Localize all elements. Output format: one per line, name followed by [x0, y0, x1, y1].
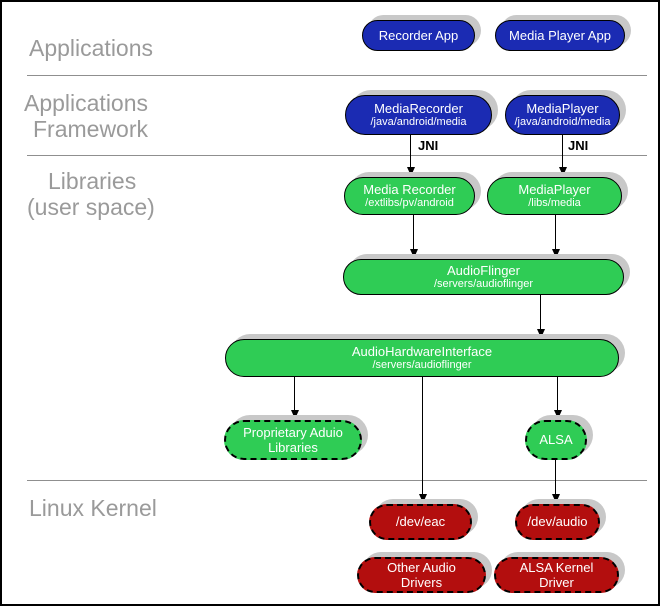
arrow-hwinterface-to-alsa — [553, 377, 562, 419]
node-proprietary-audio-libraries: Proprietary Aduio Libraries — [224, 420, 362, 460]
node-dev-audio: /dev/audio — [515, 504, 600, 540]
layer-label-framework: Applications Framework — [24, 90, 148, 142]
arrow-hwinterface-to-dev-eac — [418, 377, 427, 503]
arrow-audioflinger-to-hwinterface — [536, 295, 545, 338]
node-other-audio-drivers: Other Audio Drivers — [357, 557, 486, 593]
node-audiohardwareinterface-title: AudioHardwareInterface — [351, 343, 493, 359]
node-mediarecorder-framework-title: MediaRecorder — [374, 100, 463, 116]
node-other-audio-drivers-title: Other Audio Drivers — [387, 559, 456, 590]
arrow-alsa-to-dev-audio — [551, 460, 560, 503]
jni-label-right: JNI — [568, 138, 589, 153]
jni-label-left: JNI — [418, 138, 439, 153]
layer-label-libraries-line2: (user space) — [27, 194, 155, 220]
arrow-mediaplayer-to-audioflinger — [551, 215, 560, 258]
node-media-recorder-lib: Media Recorder /extlibs/pv/android — [344, 177, 475, 215]
node-mediaplayer-lib: MediaPlayer /libs/media — [487, 177, 622, 215]
arrow-mediarecorder-to-audioflinger — [409, 215, 418, 258]
node-audioflinger-title: AudioFlinger — [447, 262, 520, 278]
node-mediaplayer-lib-title: MediaPlayer — [518, 181, 591, 197]
node-media-player-app: Media Player App — [495, 20, 625, 51]
node-media-player-app-title: Media Player App — [509, 27, 611, 43]
node-mediaplayer-lib-path: /libs/media — [528, 197, 581, 210]
node-alsa-kernel-driver: ALSA Kernel Driver — [494, 557, 619, 593]
node-audiohardwareinterface: AudioHardwareInterface /servers/audiofli… — [225, 339, 619, 377]
layer-divider-framework — [27, 155, 647, 156]
layer-divider-kernel — [27, 480, 647, 481]
layer-label-framework-line2: Framework — [33, 116, 149, 142]
node-proprietary-audio-libraries-title: Proprietary Aduio Libraries — [243, 424, 343, 455]
arrow-hwinterface-to-proprietary — [290, 377, 299, 419]
node-media-recorder-lib-title: Media Recorder — [363, 181, 456, 197]
layer-label-framework-line1: Applications — [24, 90, 149, 116]
node-dev-audio-title: /dev/audio — [527, 514, 588, 530]
node-dev-eac: /dev/eac — [369, 504, 472, 540]
node-recorder-app: Recorder App — [362, 20, 475, 51]
node-audiohardwareinterface-path: /servers/audioflinger — [372, 359, 472, 372]
arrow-mediaplayer-jni — [558, 135, 567, 176]
layer-label-libraries-line1: Libraries — [48, 168, 137, 194]
node-recorder-app-title: Recorder App — [378, 27, 459, 43]
node-mediaplayer-framework-title: MediaPlayer — [526, 100, 599, 116]
layer-divider-applications — [27, 75, 647, 76]
layer-label-kernel: Linux Kernel — [29, 495, 157, 521]
node-mediarecorder-framework-path: /java/android/media — [370, 116, 467, 129]
layer-label-applications: Applications — [29, 35, 154, 61]
layer-label-libraries: Libraries (user space) — [27, 168, 155, 220]
arrow-mediarecorder-jni — [406, 135, 415, 176]
node-alsa-title: ALSA — [539, 432, 573, 448]
node-mediaplayer-framework-path: /java/android/media — [514, 116, 611, 129]
node-mediarecorder-framework: MediaRecorder /java/android/media — [345, 95, 492, 135]
node-media-recorder-lib-path: /extlibs/pv/android — [365, 197, 454, 210]
node-alsa-kernel-driver-title: ALSA Kernel Driver — [519, 559, 594, 590]
node-audioflinger-path: /servers/audioflinger — [433, 278, 534, 291]
node-mediaplayer-framework: MediaPlayer /java/android/media — [505, 95, 620, 135]
node-audioflinger: AudioFlinger /servers/audioflinger — [343, 259, 624, 295]
node-dev-eac-title: /dev/eac — [395, 514, 446, 530]
node-alsa: ALSA — [525, 420, 587, 460]
